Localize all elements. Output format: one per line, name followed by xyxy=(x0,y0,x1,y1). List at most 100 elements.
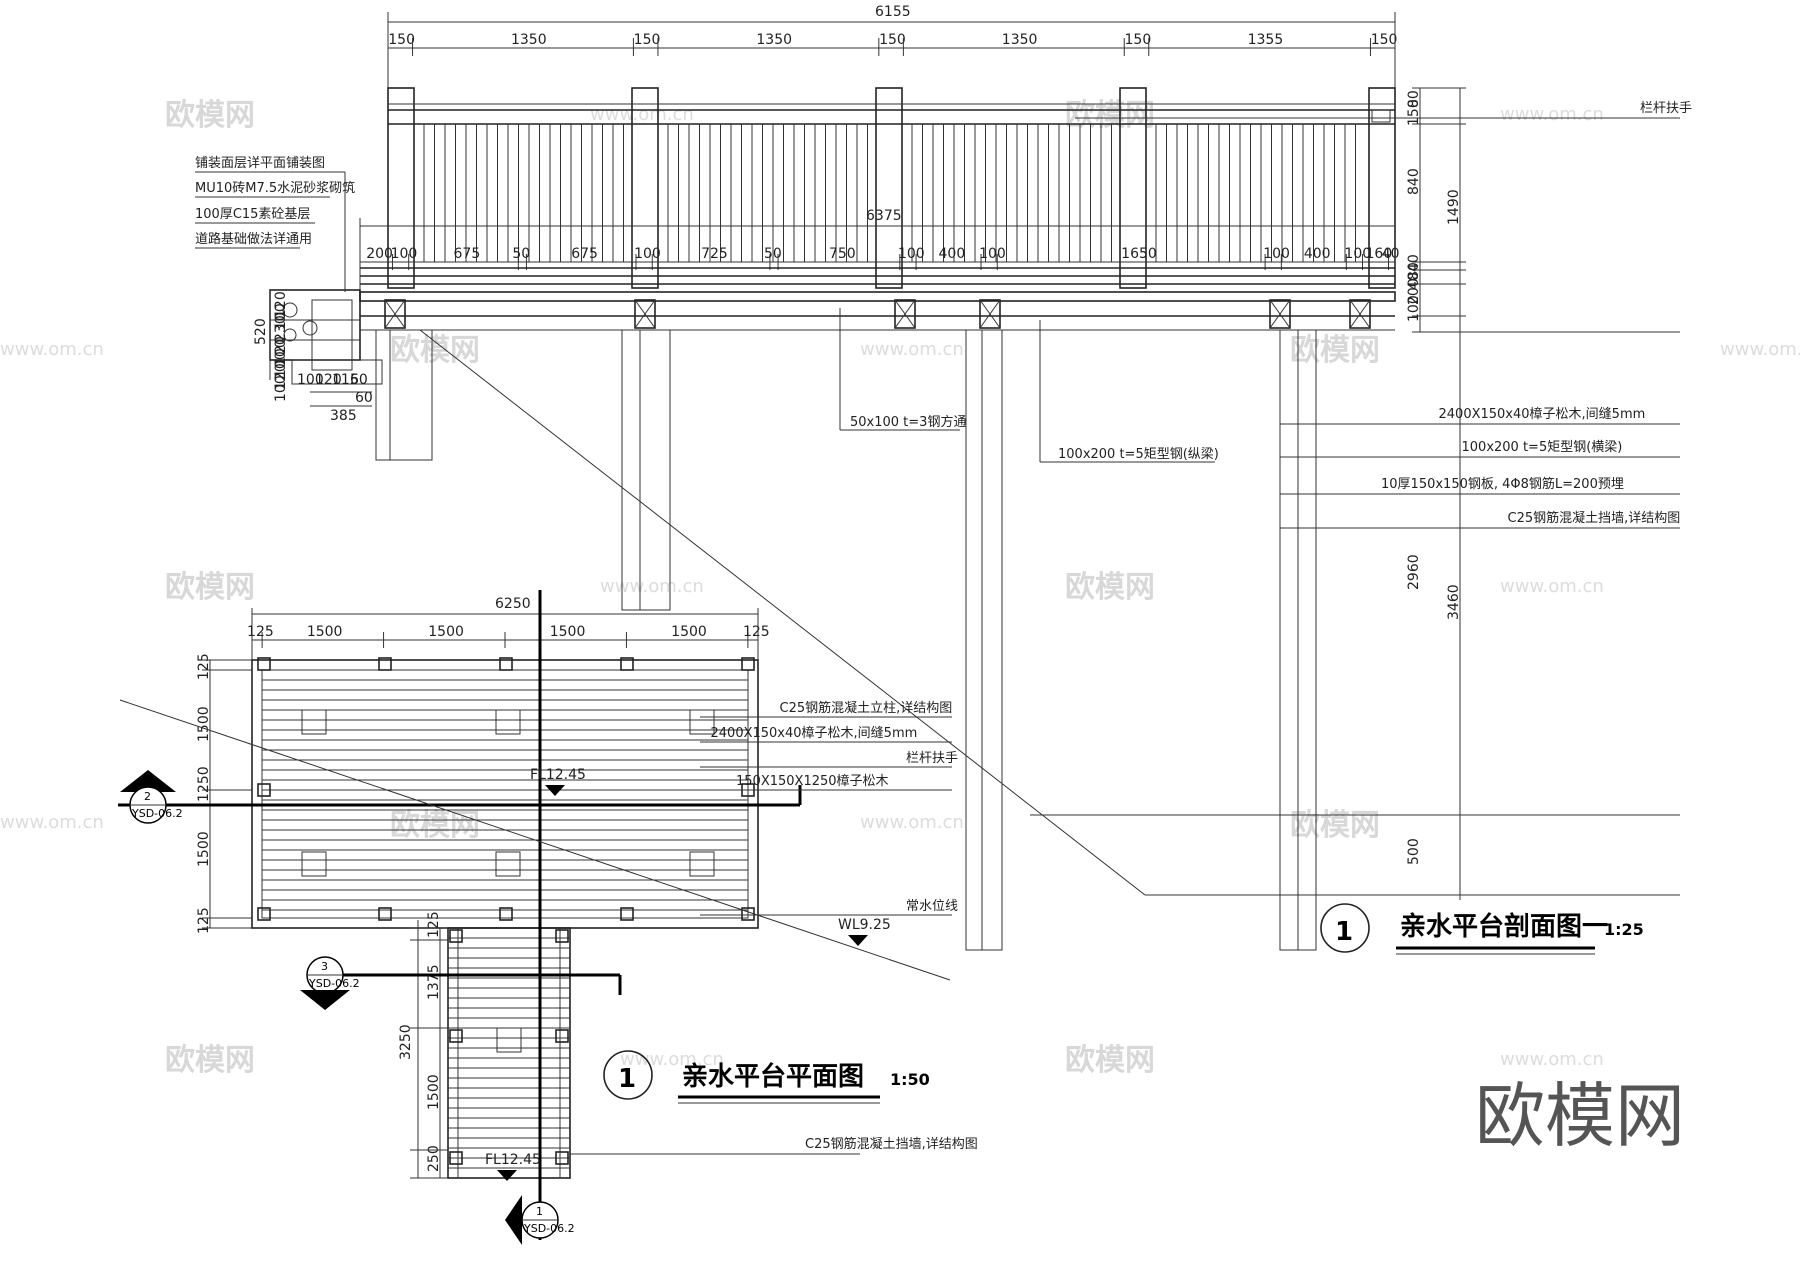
railing-balusters xyxy=(423,124,1356,262)
dim-label: 20 xyxy=(273,336,289,354)
dim-label: 1350 xyxy=(1002,32,1038,48)
plan-notes: C25钢筋混凝土立柱,详结构图2400X150x40樟子松木,间缝5mm栏杆扶手… xyxy=(700,700,958,916)
dim-overall-top: 6155 xyxy=(875,4,911,20)
dim-label: 150 xyxy=(1406,99,1422,126)
dim-label: 675 xyxy=(571,246,598,262)
note-steel-tube: 50x100 t=3钢方通 xyxy=(850,414,966,430)
dim-label: 100 xyxy=(1263,246,1290,262)
dim-label: 1375 xyxy=(426,964,442,1000)
level-fl-platform: FL12.45 xyxy=(530,767,586,783)
plan-title: 亲水平台平面图 xyxy=(682,1061,864,1092)
dim-label: 675 xyxy=(454,246,481,262)
dim-label: 150 xyxy=(879,32,906,48)
dim-label: 80 xyxy=(1406,262,1422,280)
section-left-note: 铺装面层详平面铺装图 xyxy=(195,156,325,171)
dim-label: 400 xyxy=(1304,246,1331,262)
dim-label: 60 xyxy=(355,390,373,406)
watermark-text: 欧模网 xyxy=(1065,570,1155,605)
dim-label: 100 xyxy=(273,339,289,366)
section-left-notes: 铺装面层详平面铺装图MU10砖M7.5水泥砂浆砌筑100厚C15素砼基层道路基础… xyxy=(195,156,355,292)
watermark-text: 欧模网 xyxy=(165,570,255,605)
dim-overall-deck: 6375 xyxy=(866,208,902,224)
dim-label: 2960 xyxy=(1406,554,1422,590)
dim-label: 1500 xyxy=(196,706,212,742)
section-right-note: 2400X150x40樟子松木,间缝5mm xyxy=(1439,407,1646,422)
watermark-url: www.om.cn xyxy=(1500,576,1604,597)
brand-logo: 欧模网 xyxy=(1475,1075,1685,1157)
section-left-note: 100厚C15素砼基层 xyxy=(195,207,310,222)
dim-label: 385 xyxy=(330,408,357,424)
plan-posts xyxy=(257,657,755,921)
dim-label: 200 xyxy=(1406,278,1422,305)
section-right-note: 10厚150x150钢板, 4Φ8钢筋L=200预埋 xyxy=(1381,476,1624,492)
watermark-text: 欧模网 xyxy=(390,808,480,843)
dim-label: 100 xyxy=(273,351,289,378)
dim-label: 50 xyxy=(764,246,782,262)
watermark-url: www.om.cn xyxy=(0,812,104,833)
dim-label: 200 xyxy=(366,246,393,262)
level-fl-walkway: FL12.45 xyxy=(485,1152,541,1168)
dim-label: 1490 xyxy=(1446,189,1462,225)
note-handrail: 栏杆扶手 xyxy=(1640,101,1692,116)
dim-label: 40 xyxy=(1406,254,1422,272)
section-marker-ref: YSD-06.2 xyxy=(131,807,183,820)
dim-label: 125 xyxy=(743,624,770,640)
watermark-url: www.om.cn xyxy=(1500,104,1604,125)
dim-label: 125 xyxy=(196,907,212,934)
dim-label: 40 xyxy=(1406,272,1422,290)
section-marker-2: 2 YSD-06.2 xyxy=(120,770,183,824)
steel-joists xyxy=(384,299,1371,329)
section-marker-num: 2 xyxy=(144,790,151,803)
dim-label: 3460 xyxy=(1446,584,1462,620)
plan-left-dims: 125 1500 1250 1500 125 xyxy=(196,653,252,934)
dim-label: 100 xyxy=(1344,246,1371,262)
plan-note: C25钢筋混凝土立柱,详结构图 xyxy=(780,700,953,716)
section-title: 亲水平台剖面图一 xyxy=(1400,911,1608,942)
watermark-url: www.om.cn xyxy=(0,339,104,360)
dim-label: 100 xyxy=(273,303,289,330)
dim-label: 520 xyxy=(253,318,269,345)
watermark-text: 欧模网 xyxy=(1065,98,1155,133)
dim-label: 1500 xyxy=(426,1074,442,1110)
plan-note: 150X150X1250樟子松木 xyxy=(736,774,889,789)
section-marker-num: 1 xyxy=(536,1205,543,1218)
dim-label: 150 xyxy=(1125,32,1152,48)
section-marker-1: 1 YSD-06.2 xyxy=(505,1195,575,1245)
dim-label: 100 xyxy=(634,246,661,262)
plan-title-number: 1 xyxy=(618,1064,636,1094)
dim-label: 150 xyxy=(634,32,661,48)
dim-label: 100 xyxy=(391,246,418,262)
dim-label: 120 xyxy=(315,372,342,388)
dim-label: 725 xyxy=(701,246,728,262)
level-wl: WL9.25 xyxy=(838,917,891,933)
dim-label: 1250 xyxy=(196,766,212,802)
dim-label: 1500 xyxy=(550,624,586,640)
dim-label: 1350 xyxy=(756,32,792,48)
watermark-text: 欧模网 xyxy=(1290,808,1380,843)
dim-label: 120 xyxy=(273,291,289,318)
section-marker-ref: YSD-06.2 xyxy=(308,977,360,990)
dim-label: 1500 xyxy=(196,831,212,867)
dim-label: 160 xyxy=(1366,246,1393,262)
dim-label: 230 xyxy=(273,315,289,342)
watermark-text: 欧模网 xyxy=(390,333,480,368)
watermark-url: www.om.cn xyxy=(1720,339,1800,360)
dim-label: 100 xyxy=(297,372,324,388)
dim-label: 100 xyxy=(273,375,289,402)
section-title-number: 1 xyxy=(1335,917,1353,947)
watermark-url: www.om.cn xyxy=(1500,1049,1604,1070)
dim-label: 125 xyxy=(196,653,212,680)
watermark-text: 欧模网 xyxy=(165,1043,255,1078)
dim-label: 150 xyxy=(388,32,415,48)
plan-note: 常水位线 xyxy=(906,899,958,914)
section-marker-ref: YSD-06.2 xyxy=(523,1222,575,1235)
